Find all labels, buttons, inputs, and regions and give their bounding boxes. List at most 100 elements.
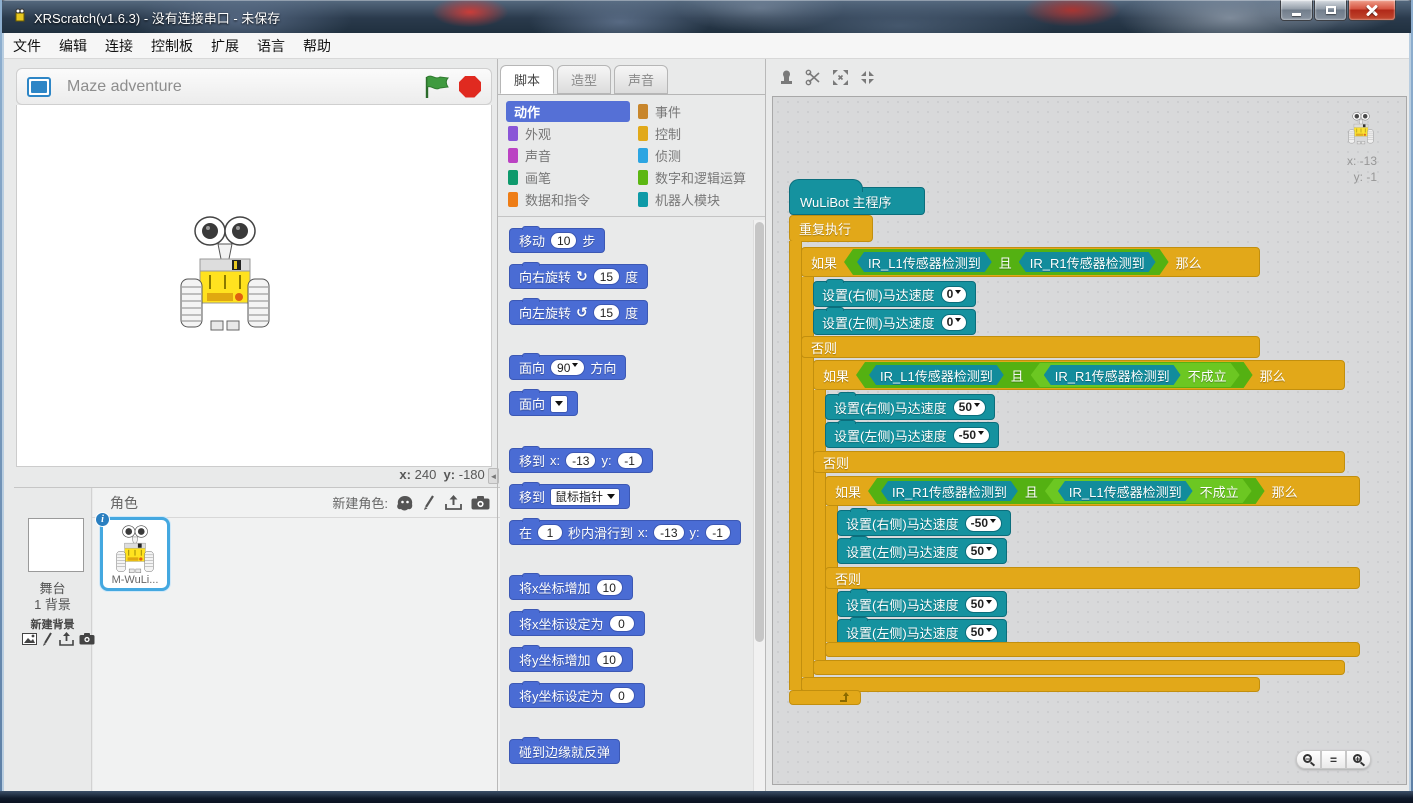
scissors-icon[interactable] (805, 69, 822, 86)
upload-sprite-icon[interactable] (445, 495, 462, 510)
tab-scripts[interactable]: 脚本 (500, 65, 555, 94)
set-right-motor-neg50[interactable]: 设置(右侧)马达速度-50 (837, 508, 1012, 536)
else-bar-1[interactable]: 否则 (801, 336, 1260, 358)
sprite-list-header: 角色 新建角色: (92, 488, 500, 518)
shrink-icon[interactable] (859, 69, 876, 86)
set-left-motor-neg50[interactable]: 设置(左侧)马达速度-50 (825, 420, 1000, 448)
menu-file[interactable]: 文件 (13, 37, 41, 54)
category-robot[interactable]: 机器人模块 (638, 189, 720, 210)
minimize-button[interactable] (1280, 0, 1313, 21)
hat-block-main[interactable]: WuLiBot 主程序 (789, 179, 925, 215)
menu-bar: 文件 编辑 连接 控制板 扩展 语言 帮助 (4, 33, 1409, 59)
close-button[interactable] (1348, 0, 1396, 21)
robot-sprite[interactable] (175, 213, 275, 333)
menu-extensions[interactable]: 扩展 (211, 37, 239, 54)
forever-block[interactable]: 重复执行 (789, 215, 873, 242)
and-condition-1[interactable]: IR_L1传感器检测到 且 IR_R1传感器检测到 (844, 249, 1169, 275)
sensor-ir-r1[interactable]: IR_R1传感器检测到 (1019, 252, 1156, 272)
palette-block-bounce[interactable]: 碰到边缘就反弹 (509, 737, 621, 764)
sensor-ir-l1[interactable]: IR_L1传感器检测到 (869, 365, 1004, 385)
backdrop-library-icon[interactable] (22, 633, 37, 645)
grow-icon[interactable] (832, 69, 849, 86)
stage-canvas[interactable] (16, 105, 492, 467)
stage-thumbnail[interactable] (28, 518, 84, 572)
stamp-icon[interactable] (778, 69, 795, 86)
menu-edit[interactable]: 编辑 (59, 37, 87, 54)
zoom-reset-button[interactable]: = (1321, 750, 1346, 769)
and-condition-3[interactable]: IR_R1传感器检测到 且 IR_L1传感器检测到 不成立 (868, 478, 1265, 504)
else-bar-2[interactable]: 否则 (813, 451, 1345, 473)
sensor-ir-l1[interactable]: IR_L1传感器检测到 (857, 252, 992, 272)
sprites-header-label: 角色 (110, 494, 138, 511)
category-sensing[interactable]: 侦测 (638, 145, 681, 166)
if-close-3[interactable] (825, 642, 1360, 657)
green-flag-button[interactable] (423, 75, 451, 99)
camera-sprite-icon[interactable] (471, 495, 490, 510)
sprite-library-icon[interactable] (396, 495, 414, 511)
if-block-1[interactable]: 如果 IR_L1传感器检测到 且 IR_R1传感器检测到 那么 (801, 247, 1260, 277)
category-data[interactable]: 数据和指令 (508, 189, 590, 210)
category-control[interactable]: 控制 (638, 123, 681, 144)
category-looks[interactable]: 外观 (508, 123, 551, 144)
if-close-2[interactable] (813, 660, 1345, 675)
palette-block-point-towards[interactable]: 面向 (509, 389, 579, 416)
menu-board[interactable]: 控制板 (151, 37, 193, 54)
category-motion[interactable]: 动作 (506, 101, 630, 122)
tab-sounds[interactable]: 声音 (614, 65, 669, 94)
if-close-1[interactable] (801, 677, 1260, 692)
menu-connect[interactable]: 连接 (105, 37, 133, 54)
upload-backdrop-icon[interactable] (59, 632, 74, 646)
sensor-ir-l1[interactable]: IR_L1传感器检测到 (1058, 481, 1193, 501)
tab-costumes[interactable]: 造型 (557, 65, 612, 94)
stop-button[interactable] (459, 75, 481, 98)
camera-backdrop-icon[interactable] (79, 633, 95, 645)
sensor-ir-r1[interactable]: IR_R1传感器检测到 (1044, 365, 1181, 385)
project-title: Maze adventure (67, 77, 182, 95)
menu-language[interactable]: 语言 (257, 37, 285, 54)
rotate-cw-icon: ↻ (576, 268, 588, 284)
paint-backdrop-icon[interactable] (42, 632, 54, 646)
paint-sprite-icon[interactable] (423, 495, 436, 510)
palette-block-goto-mouse[interactable]: 移到鼠标指针 (509, 482, 631, 509)
palette-scrollbar[interactable] (753, 220, 765, 791)
collapse-arrow[interactable]: ◄ (488, 468, 499, 484)
and-condition-2[interactable]: IR_L1传感器检测到 且 IR_R1传感器检测到 不成立 (856, 362, 1253, 388)
if-block-2[interactable]: 如果 IR_L1传感器检测到 且 IR_R1传感器检测到 不成立 那么 (813, 360, 1345, 390)
fullscreen-icon[interactable] (27, 76, 51, 97)
forever-close[interactable] (789, 690, 861, 705)
script-canvas[interactable]: x: -13 y: -1 WuLiBot 主程序 重复执行 如果 IR_L1传感… (772, 96, 1407, 785)
category-operators[interactable]: 数字和逻辑运算 (638, 167, 746, 188)
else-bar-3[interactable]: 否则 (825, 567, 1360, 589)
not-condition[interactable]: IR_R1传感器检测到 不成立 (1031, 363, 1240, 387)
maximize-button[interactable] (1314, 0, 1347, 21)
zoom-out-button[interactable]: − (1296, 750, 1321, 769)
sprite-info-icon[interactable]: i (95, 512, 110, 527)
new-backdrop-label: 新建背景 (30, 619, 75, 631)
sprite-item[interactable]: i M-WuLi... (95, 512, 170, 591)
zoom-in-button[interactable]: + (1346, 750, 1371, 769)
if-block-3[interactable]: 如果 IR_R1传感器检测到 且 IR_L1传感器检测到 不成立 那么 (825, 476, 1360, 506)
sensor-ir-r1[interactable]: IR_R1传感器检测到 (881, 481, 1018, 501)
category-events[interactable]: 事件 (638, 101, 681, 122)
category-sound[interactable]: 声音 (508, 145, 551, 166)
category-pen[interactable]: 画笔 (508, 167, 551, 188)
not-condition[interactable]: IR_L1传感器检测到 不成立 (1045, 479, 1252, 503)
menu-help[interactable]: 帮助 (303, 37, 331, 54)
